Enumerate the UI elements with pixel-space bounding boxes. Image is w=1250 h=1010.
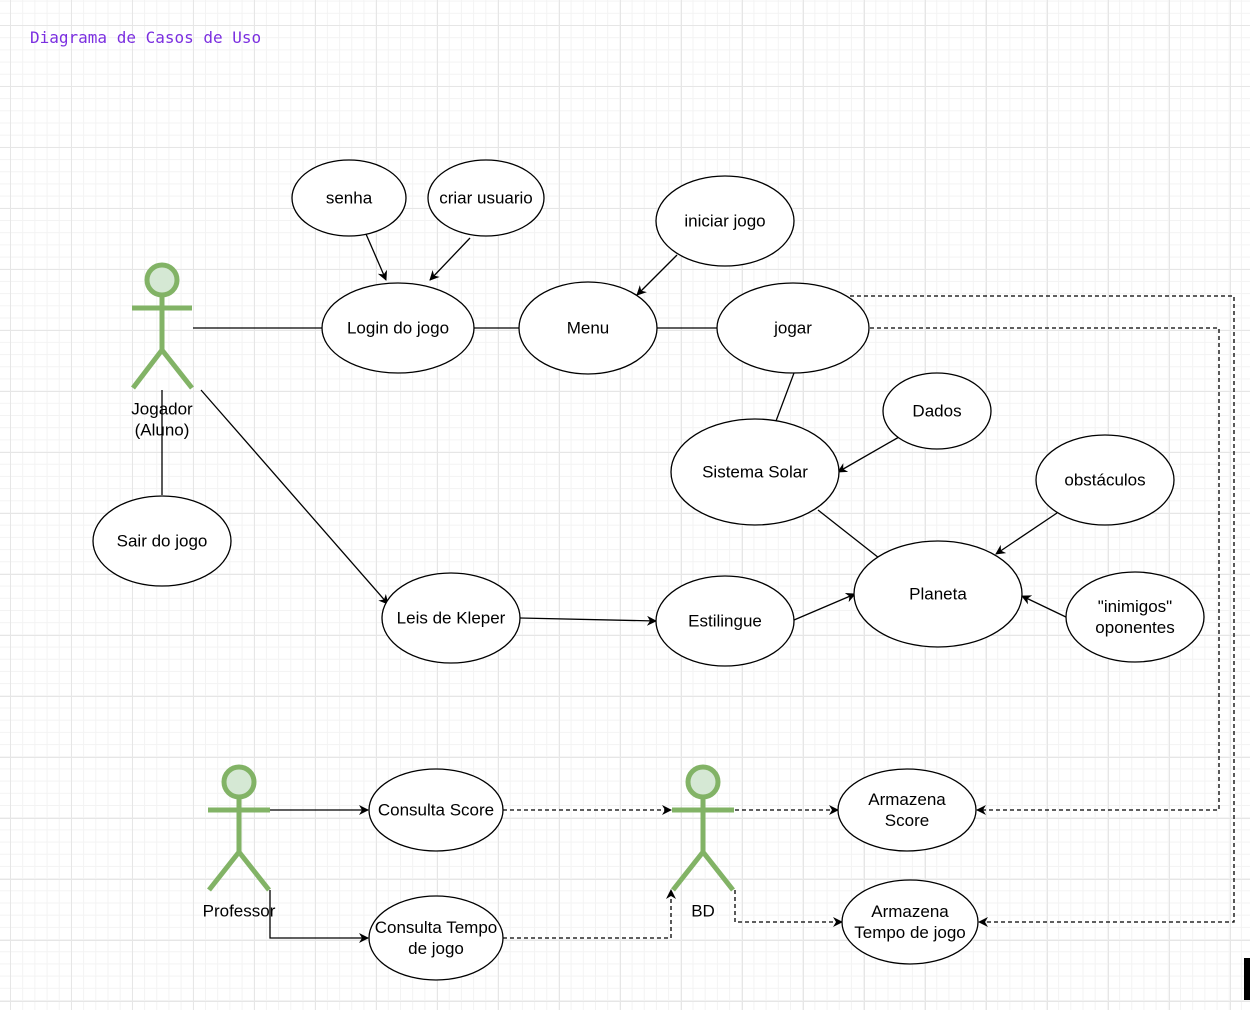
arrow-estilingue-planeta	[793, 592, 856, 621]
use-case-iniciar-jogo-label: iniciar jogo	[684, 212, 765, 231]
use-case-leis-kepler[interactable]: Leis de Kleper	[381, 572, 521, 664]
use-case-iniciar-jogo[interactable]: iniciar jogo	[655, 175, 795, 267]
use-case-jogar[interactable]: jogar	[716, 282, 870, 374]
use-case-consulta-score[interactable]: Consulta Score	[368, 768, 504, 852]
diagram-title: Diagrama de Casos de Uso	[30, 28, 262, 47]
use-case-criar-usuario-label: criar usuario	[439, 189, 533, 208]
use-case-dados[interactable]: Dados	[882, 372, 992, 450]
use-case-obstaculos[interactable]: obstáculos	[1035, 434, 1175, 526]
dep-jogar-armazena-tempo	[850, 295, 1235, 927]
use-case-senha-label: senha	[326, 189, 373, 208]
use-case-consulta-score-label: Consulta Score	[378, 801, 494, 820]
actor-jogador-label: Jogador(Aluno)	[131, 400, 193, 440]
use-case-leis-kepler-label: Leis de Kleper	[397, 609, 506, 628]
stick-figure-icon	[207, 764, 271, 892]
use-cases: senha criar usuario iniciar jogo Login d…	[92, 159, 1205, 981]
use-case-sistema-solar-label: Sistema Solar	[702, 463, 808, 482]
use-case-jogar-label: jogar	[773, 319, 812, 338]
arrow-criar-usuario-login	[429, 237, 471, 281]
use-case-criar-usuario[interactable]: criar usuario	[427, 159, 545, 237]
stick-figure-icon	[131, 262, 194, 390]
use-case-login-label: Login do jogo	[347, 319, 449, 338]
use-case-dados-label: Dados	[912, 402, 961, 421]
use-case-sair-label: Sair do jogo	[117, 532, 208, 551]
arrow-dados-sistema-solar	[837, 436, 900, 473]
arrow-iniciar-jogo-menu	[636, 254, 678, 296]
use-case-inimigos-label: "inimigos"oponentes	[1095, 597, 1174, 637]
use-case-estilingue-label: Estilingue	[688, 612, 762, 631]
use-case-obstaculos-label: obstáculos	[1064, 471, 1145, 490]
use-case-login[interactable]: Login do jogo	[321, 282, 475, 374]
arrow-leis-kepler-estilingue	[519, 615, 657, 626]
use-case-sair[interactable]: Sair do jogo	[92, 495, 232, 587]
use-case-senha[interactable]: senha	[291, 159, 407, 237]
arrow-senha-login	[365, 233, 387, 281]
use-case-planeta[interactable]: Planeta	[853, 540, 1023, 648]
actor-jogador[interactable]: Jogador(Aluno)	[131, 262, 194, 440]
actor-bd[interactable]: BD	[671, 764, 735, 921]
arrow-inimigos-planeta	[1021, 595, 1069, 619]
use-case-menu-label: Menu	[567, 319, 610, 338]
connectors	[161, 233, 1235, 943]
assoc-jogar-sistema-solar	[775, 372, 795, 422]
dep-consulta-tempo-bd	[503, 889, 676, 939]
actors: Jogador(Aluno) Professor BD	[131, 262, 735, 921]
dep-jogar-armazena-score	[870, 327, 1220, 815]
use-case-sistema-solar[interactable]: Sistema Solar	[670, 418, 840, 526]
dep-bd-armazena-tempo	[734, 890, 843, 927]
arrow-jogador-leis-kepler	[200, 389, 389, 605]
use-case-inimigos[interactable]: "inimigos"oponentes	[1065, 571, 1205, 663]
arrow-obstaculos-planeta	[995, 512, 1058, 555]
stick-figure-icon	[671, 764, 735, 892]
use-case-estilingue[interactable]: Estilingue	[655, 575, 795, 667]
use-case-planeta-label: Planeta	[909, 585, 967, 604]
assoc-sistema-solar-planeta	[817, 509, 880, 559]
use-case-menu[interactable]: Menu	[518, 281, 658, 375]
actor-professor-label: Professor	[203, 902, 276, 921]
actor-professor[interactable]: Professor	[203, 764, 276, 921]
arrow-professor-consulta-tempo	[269, 890, 369, 943]
actor-bd-label: BD	[691, 902, 715, 921]
corner-mark	[1244, 958, 1250, 1000]
